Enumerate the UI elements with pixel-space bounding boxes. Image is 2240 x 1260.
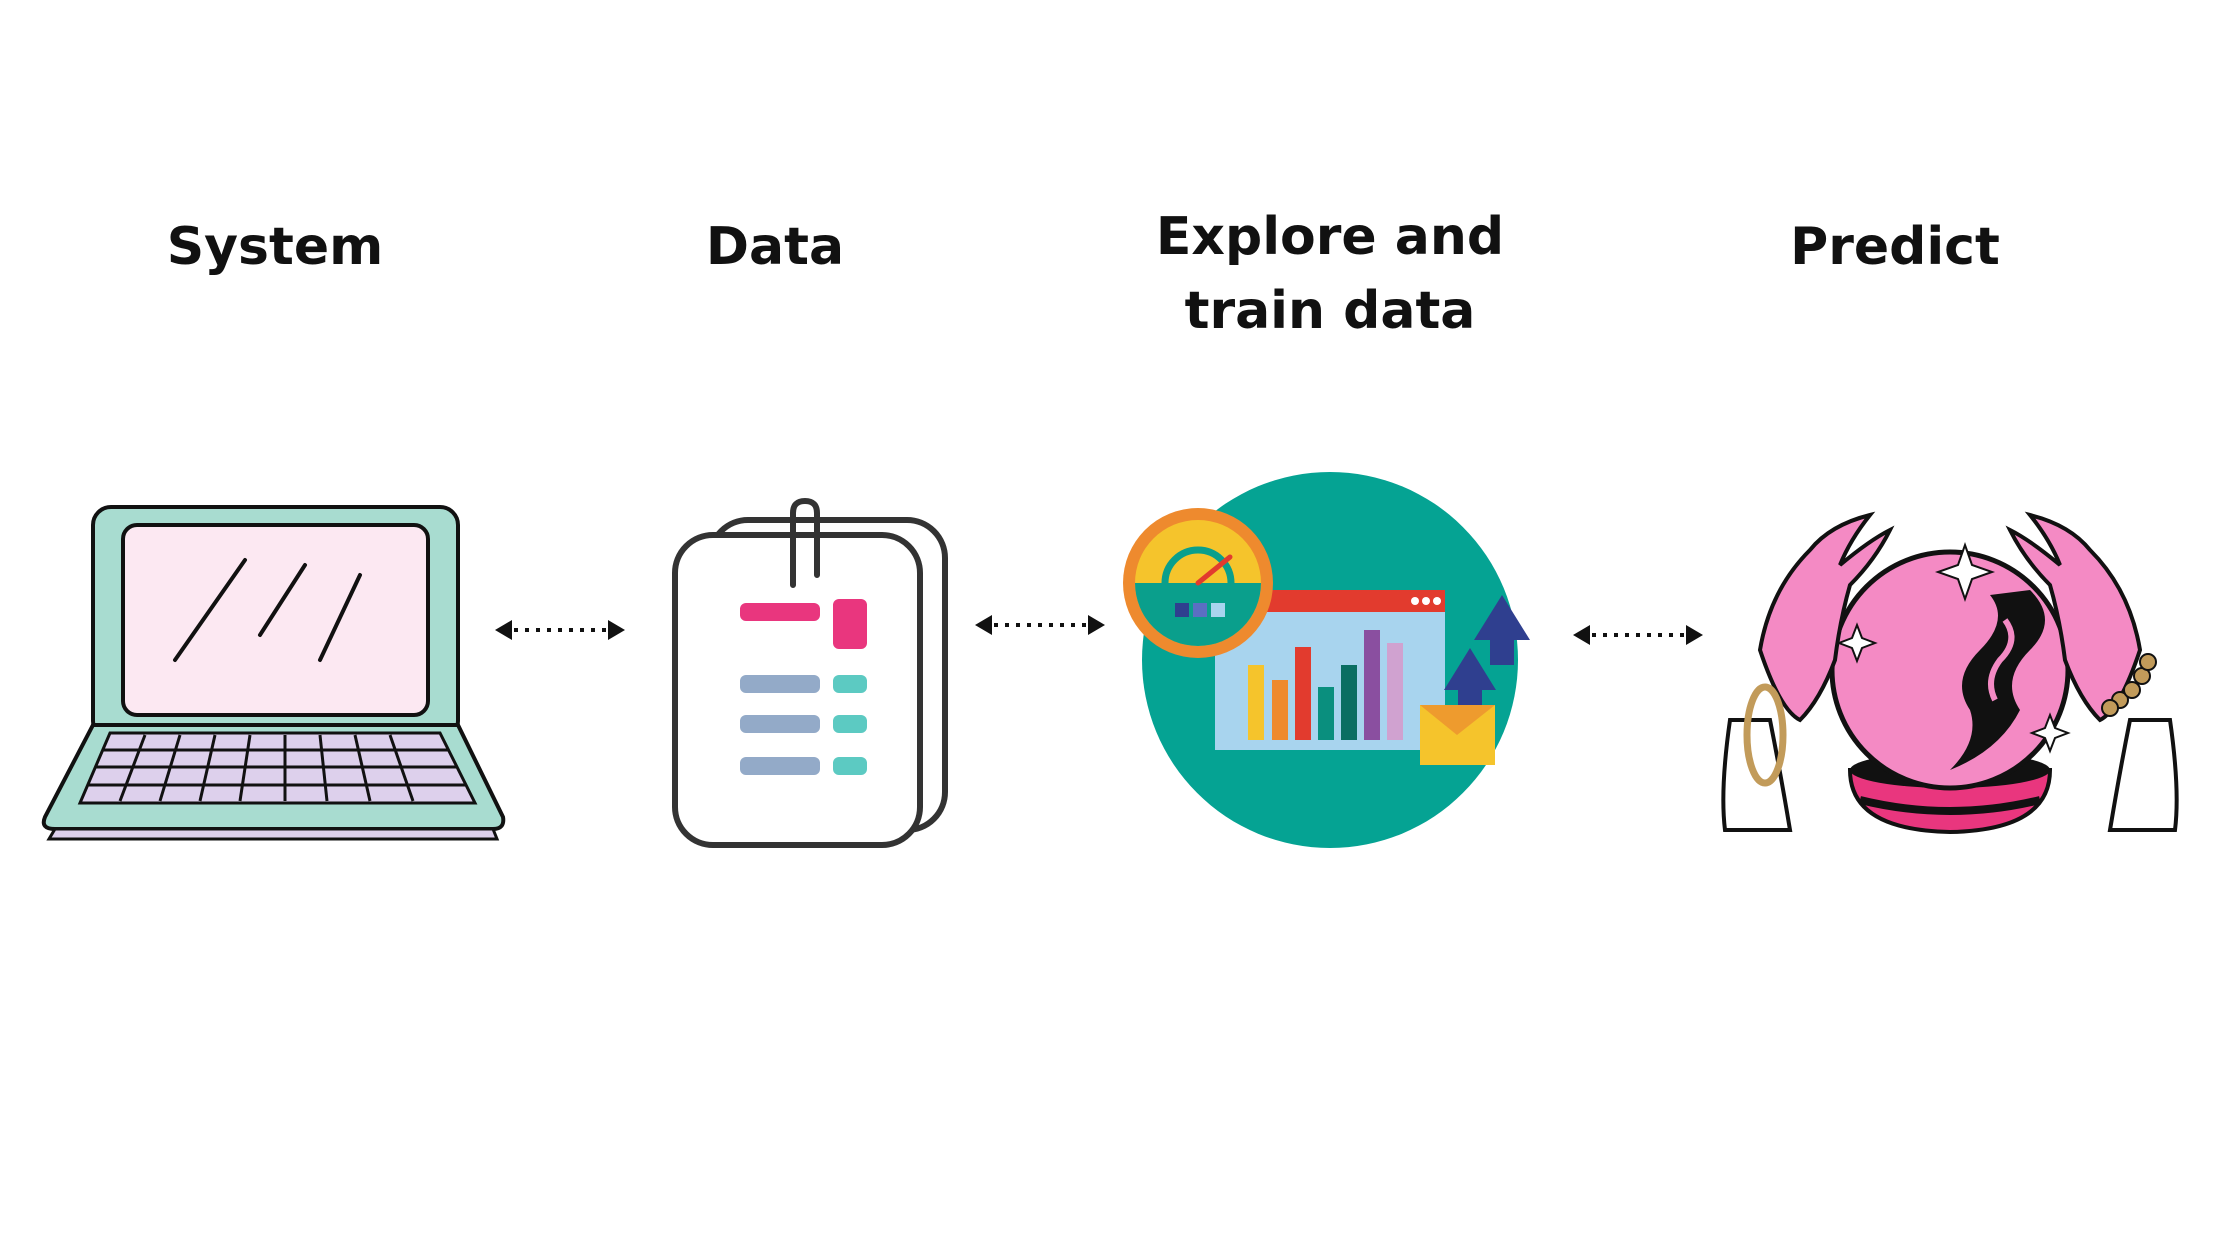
bidirectional-arrow-2 (975, 615, 1105, 635)
step-label-predict: Predict (1700, 210, 2090, 284)
label-line: System (166, 217, 384, 277)
label-line: Data (705, 217, 845, 277)
bidirectional-arrow-3 (1573, 625, 1703, 645)
clipboard-document-icon (672, 497, 948, 848)
label-line: Predict (1790, 217, 2000, 277)
step-label-data: Data (580, 210, 970, 284)
label-line: train data (1184, 281, 1476, 341)
step-label-explore: Explore and train data (1080, 200, 1580, 348)
label-line: Explore and (1155, 207, 1505, 267)
analytics-dashboard-icon (1123, 472, 1530, 848)
bidirectional-arrow-1 (495, 620, 625, 640)
laptop-icon (41, 505, 506, 841)
step-label-system: System (80, 210, 470, 284)
crystal-ball-hands-icon (1721, 511, 2179, 835)
